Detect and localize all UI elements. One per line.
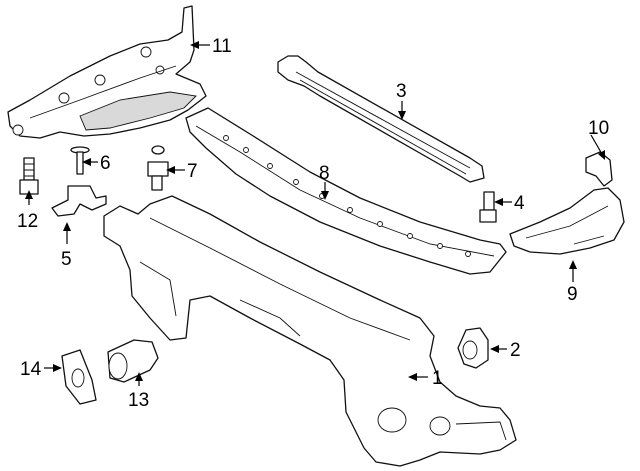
callout-9: 9: [567, 284, 578, 305]
part-4-bolt[interactable]: [479, 191, 497, 223]
callout-11: 11: [212, 36, 232, 57]
part-5-bracket[interactable]: [51, 185, 107, 217]
part-9-deflector[interactable]: [509, 187, 625, 255]
callout-8: 8: [319, 163, 330, 184]
callout-6: 6: [100, 153, 111, 174]
part-6-pin[interactable]: [70, 146, 90, 175]
callout-1: 1: [432, 368, 443, 389]
part-1-carrier[interactable]: [103, 195, 517, 467]
leader-lines: [25, 41, 605, 386]
part-11-shield[interactable]: [7, 5, 207, 139]
callout-14: 14: [20, 359, 42, 380]
callout-3: 3: [396, 81, 407, 102]
callout-7: 7: [187, 161, 198, 182]
part-13-sensor[interactable]: [107, 339, 159, 383]
part-14-plate[interactable]: [61, 349, 97, 405]
callout-4: 4: [514, 193, 525, 214]
callout-10: 10: [588, 118, 609, 139]
callout-5: 5: [61, 249, 72, 270]
part-2-grommet[interactable]: [457, 327, 489, 369]
part-7-stud[interactable]: [147, 145, 169, 191]
callout-2: 2: [510, 340, 521, 361]
part-8-panel[interactable]: [185, 107, 507, 275]
part-10-bracket[interactable]: [585, 151, 613, 187]
callout-12: 12: [17, 211, 38, 232]
part-3-bar[interactable]: [277, 55, 485, 183]
part-12-bolt[interactable]: [19, 157, 39, 195]
callout-13: 13: [128, 390, 149, 411]
